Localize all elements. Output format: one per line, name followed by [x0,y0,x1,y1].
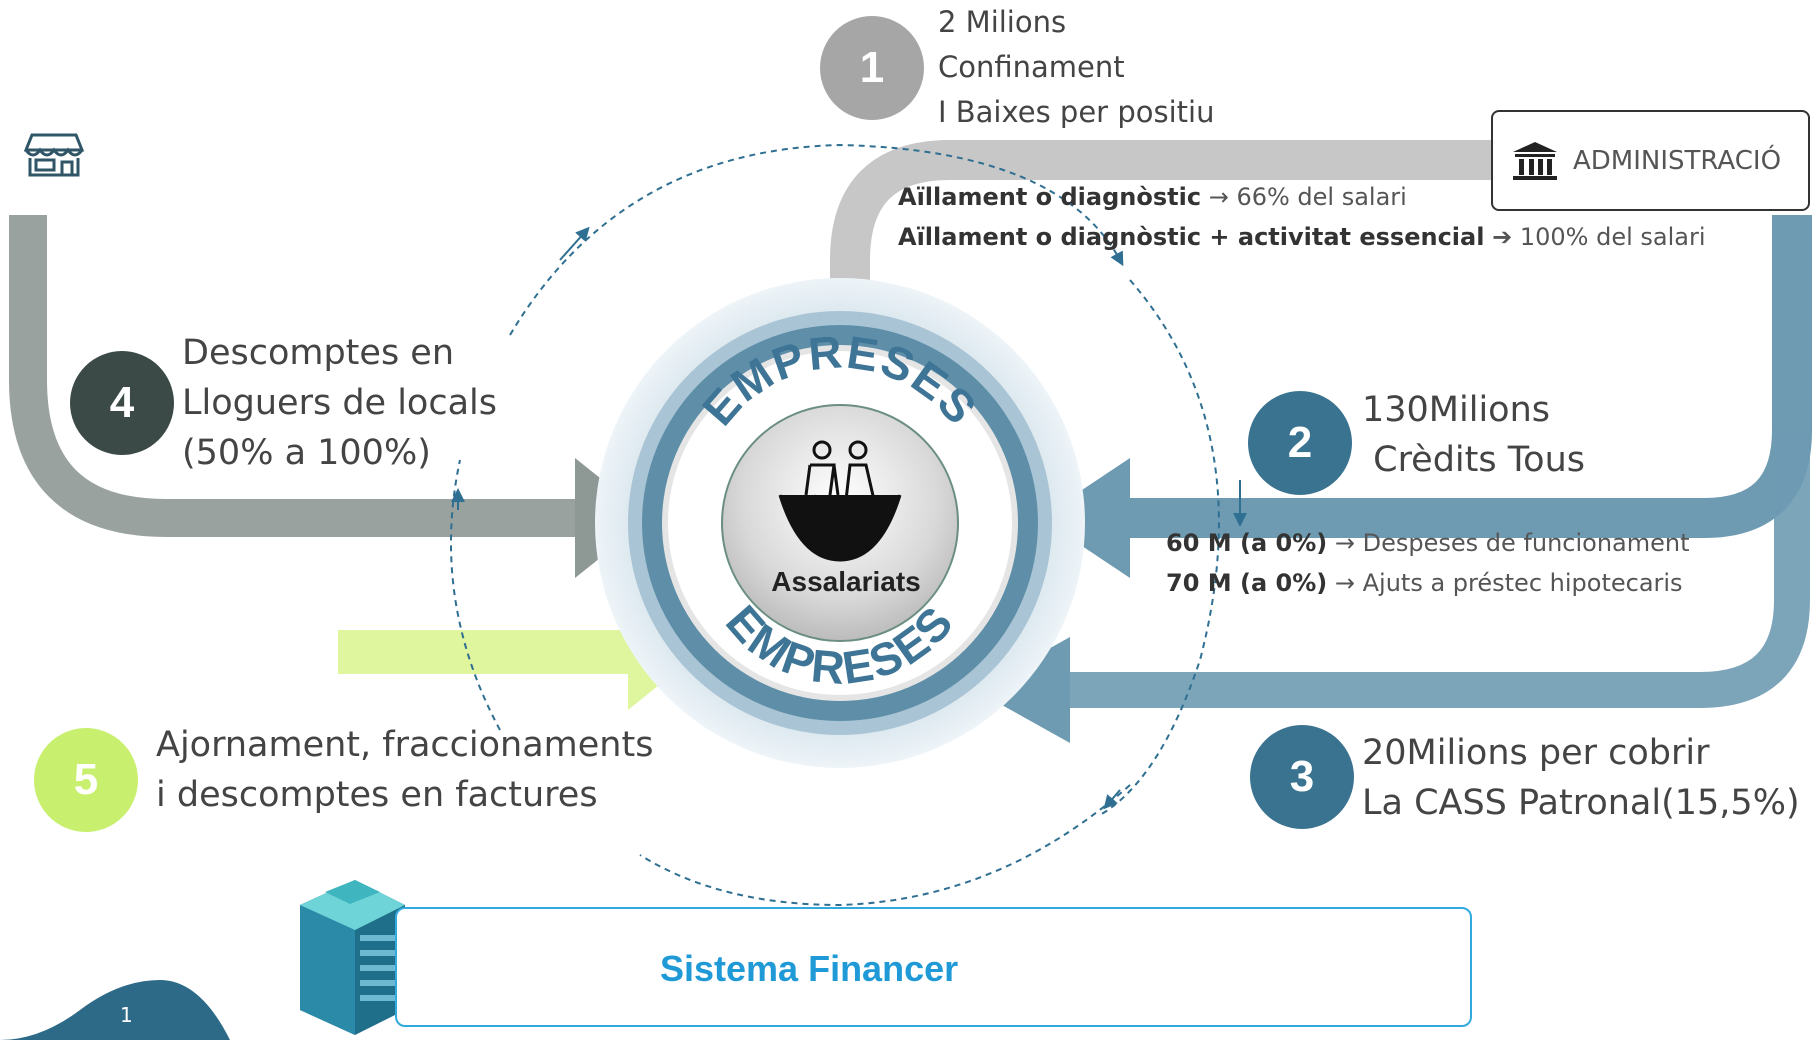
credit-note-text: Despeses de funcionament [1362,529,1690,557]
people-hands-icon [778,440,902,562]
badge-2-text: 130Milions Crèdits Tous [1362,385,1585,485]
center-label: Assalariats [771,566,921,597]
badge-5-line: Ajornament, fraccionaments [156,725,654,765]
badge-1-circle [820,16,924,120]
credit-note: 60 M (a 0%) → Despeses de funcionament [1166,523,1690,563]
badge-5: 5 [73,755,99,804]
arrow-right-icon: → [1334,569,1363,597]
salary-note-bold: Aïllament o diagnòstic + activitat essen… [898,223,1485,251]
salary-note-bold: Aïllament o diagnòstic [898,183,1202,211]
badge-3-text: 20Milions per cobrir La CASS Patronal(15… [1362,728,1800,828]
badge-3-line: 20Milions per cobrir [1362,733,1710,773]
badge-5-line: i descomptes en factures [156,775,598,815]
badge-4: 4 [109,378,135,427]
building-icon [300,880,405,1035]
credit-notes: 60 M (a 0%) → Despeses de funcionament 7… [1166,523,1690,603]
credit-note: 70 M (a 0%) → Ajuts a préstec hipotecari… [1166,563,1690,603]
badge-3: 3 [1289,752,1315,801]
bank-icon [1513,141,1557,180]
arrow-1-path [830,140,1491,360]
financial-system-box [395,907,1472,1027]
administration-box: ADMINISTRACIÓ [1491,110,1810,211]
salary-notes: Aïllament o diagnòstic → 66% del salari … [898,177,1706,257]
arrow-5-body [338,630,638,674]
financial-system-label: Sistema Financer [660,948,959,989]
arrow-3-path [1060,430,1810,708]
administration-label: ADMINISTRACIÓ [1573,145,1782,176]
arrow-right-icon: ➔ [1492,223,1520,251]
badge-5-text: Ajornament, fraccionaments i descomptes … [156,720,653,820]
badge-2: 2 [1287,418,1313,467]
dashed-arc-bottom-arrow [1103,789,1121,810]
dashed-arc-top-arrow [559,226,590,261]
credit-note-bold: 70 M (a 0%) [1166,569,1328,597]
badge-1-line: I Baixes per positiu [938,95,1215,129]
badge-1-line: 2 Milions [938,5,1067,39]
salary-note: Aïllament o diagnòstic + activitat essen… [898,217,1706,257]
page-marker-shape [0,980,230,1040]
arrow-right-icon: → [1208,183,1237,211]
credit-note-text: Ajuts a préstec hipotecaris [1362,569,1683,597]
badge-2-line: Crèdits Tous [1362,440,1586,480]
badge-4-line: Lloguers de locals [182,383,497,423]
dashed-arc-right [1099,279,1220,816]
arrow-2-head [1040,458,1130,578]
arrow-right-icon: → [1334,529,1363,557]
badge-3-circle [1250,725,1354,829]
badge-4-circle [70,351,174,455]
badge-1-text: 2 Milions Confinament I Baixes per posit… [938,0,1214,135]
salary-note-text: 100% del salari [1519,223,1706,251]
badge-2-circle [1248,391,1352,495]
badge-2-line: 130Milions [1362,390,1551,430]
badge-5-circle [34,728,138,832]
badge-4-text: Descomptes en Lloguers de locals (50% a … [182,328,497,478]
badge-4-line: (50% a 100%) [182,433,431,473]
salary-note-text: 66% del salari [1236,183,1407,211]
arrow-3-head [975,637,1070,743]
dashed-arc-bottom [639,784,1131,907]
credit-note-bold: 60 M (a 0%) [1166,529,1328,557]
salary-note: Aïllament o diagnòstic → 66% del salari [898,177,1706,217]
shop-icon [23,133,85,177]
badge-1: 1 [859,43,885,92]
badge-3-line: La CASS Patronal(15,5%) [1362,783,1800,823]
badge-1-line: Confinament [938,50,1125,84]
arrow-4-path [9,215,600,537]
page-marker: 1 [120,1003,133,1027]
badge-4-line: Descomptes en [182,333,455,373]
